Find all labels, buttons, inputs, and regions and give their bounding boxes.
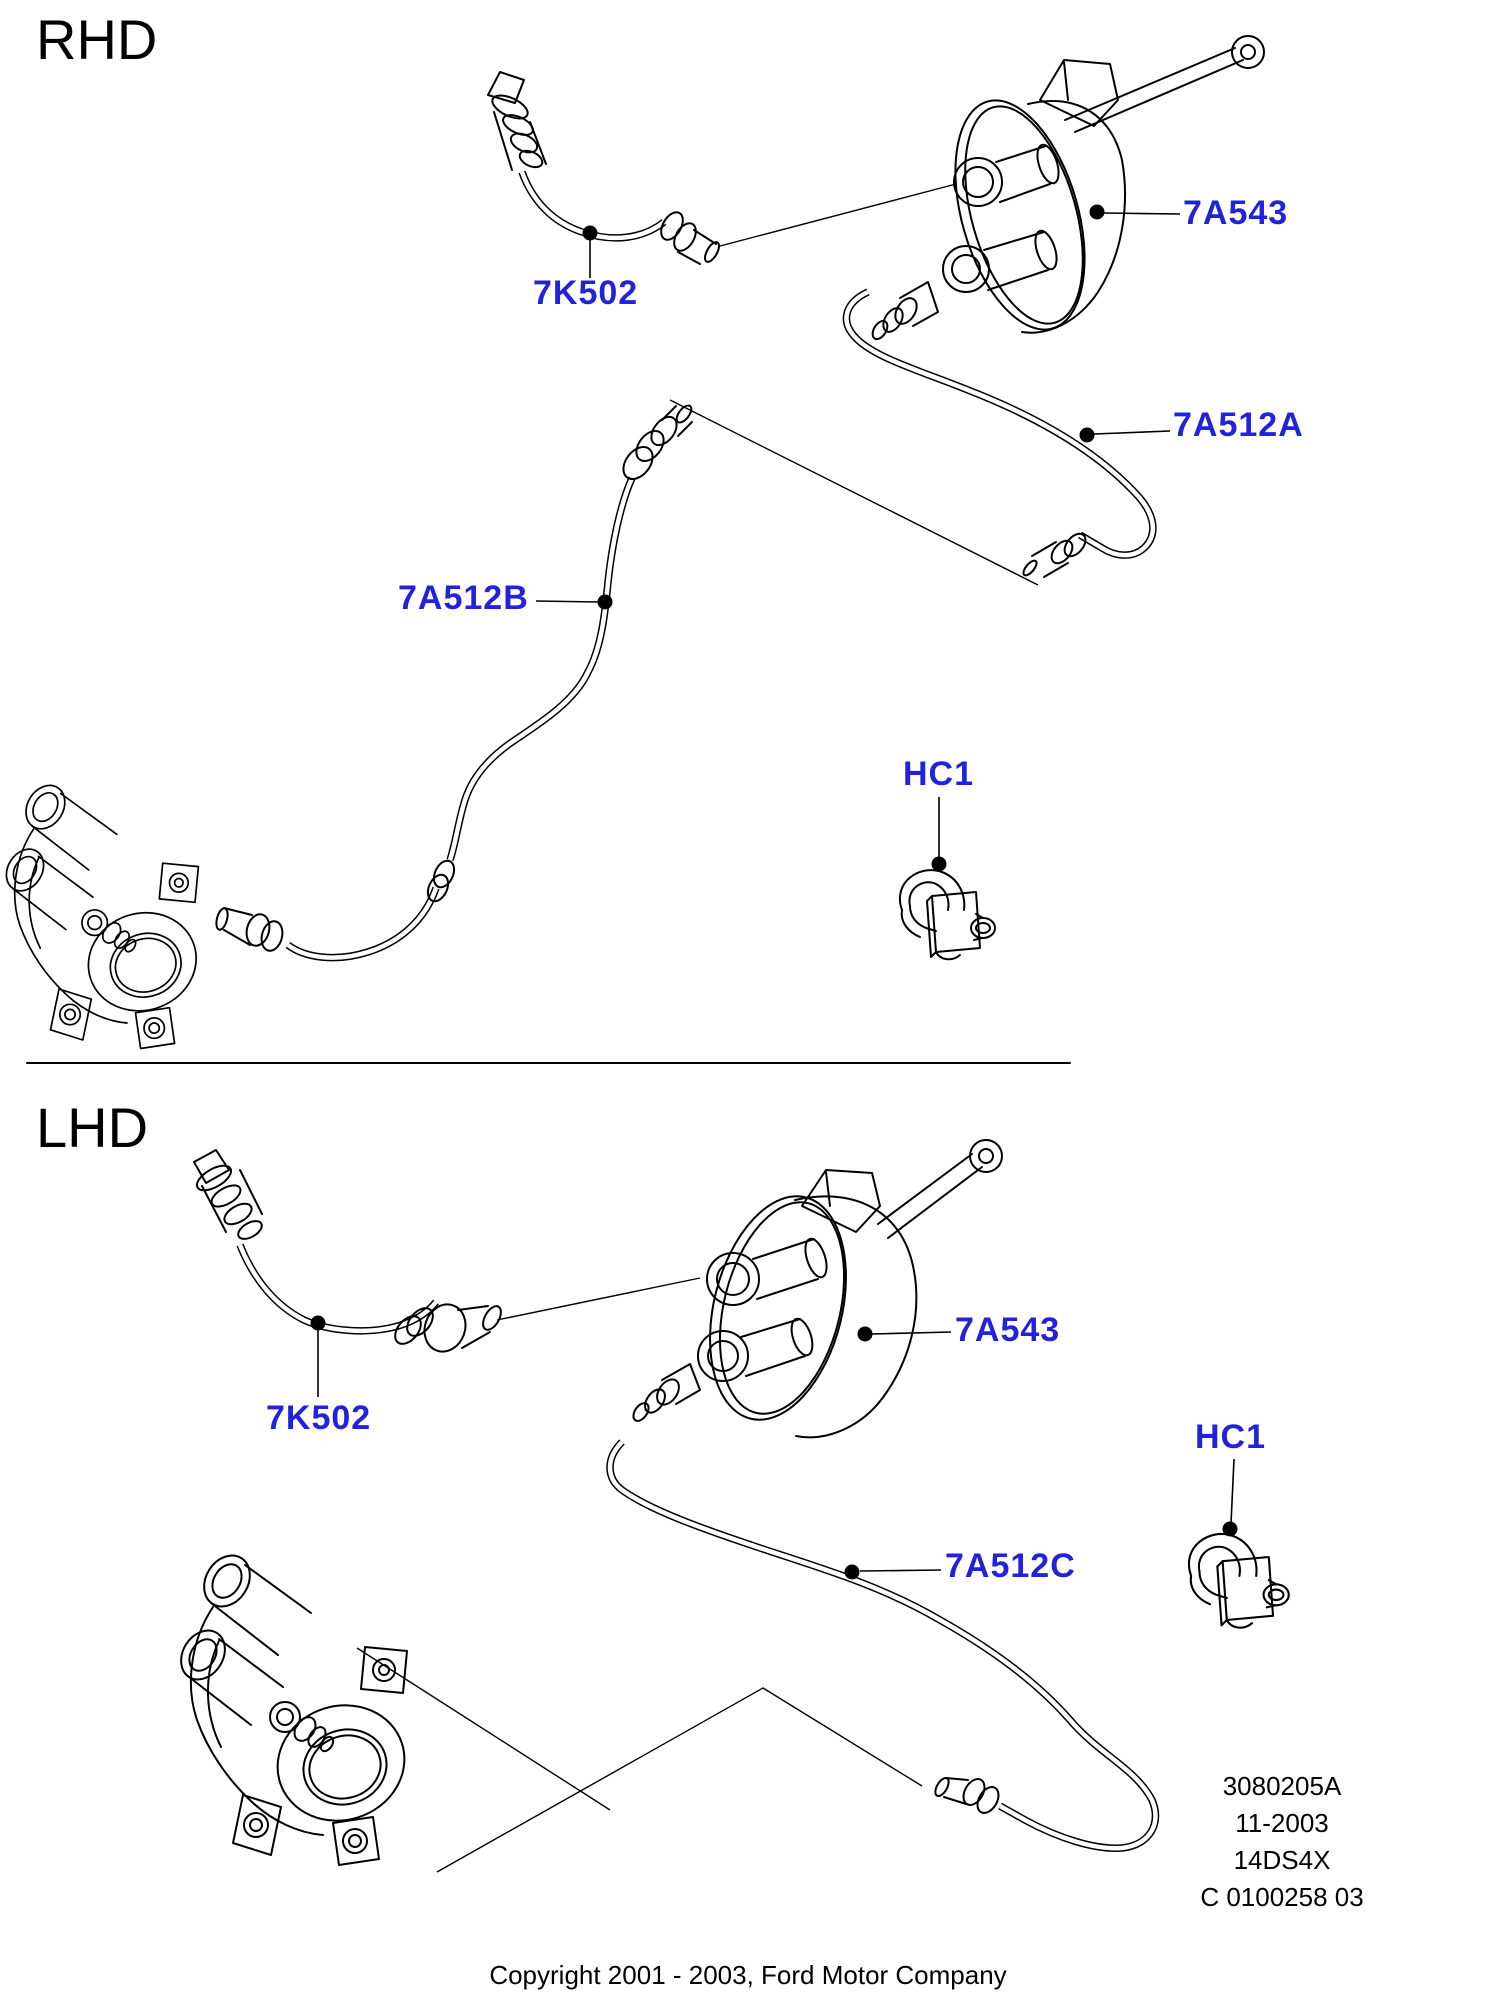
part-label-hc1-rhd: HC1	[903, 755, 975, 793]
lhd-hose-pointer-line	[496, 1277, 701, 1321]
section-title-lhd: LHD	[36, 1096, 149, 1159]
drawing-number: 3080205A	[1222, 1771, 1342, 1801]
rhd-7a512a-leader	[1093, 430, 1171, 435]
lhd-7a512c-leader	[859, 1569, 942, 1572]
part-label-7k502-rhd: 7K502	[533, 274, 639, 312]
rhd-tube-7a512b	[215, 404, 693, 962]
rhd-hose-7k502	[487, 71, 720, 265]
part-label-7a512a-rhd: 7A512A	[1173, 406, 1304, 444]
lhd-slave-cylinder	[171, 1545, 421, 1866]
rhd-7a543-leader	[1103, 212, 1181, 215]
section-title-rhd: RHD	[36, 8, 158, 71]
copyright-text: Copyright 2001 - 2003, Ford Motor Compan…	[489, 1960, 1007, 1990]
part-label-7k502-lhd: 7K502	[266, 1399, 372, 1437]
drawing-info-block: 3080205A 11-2003 14DS4X C 0100258 03	[1132, 1768, 1432, 1916]
rhd-tube-join-line	[669, 399, 1039, 586]
lhd-hose-7k502	[193, 1149, 502, 1353]
rhd-tube-7a512a	[842, 288, 1157, 578]
lhd-hc1-leader	[1230, 1458, 1235, 1525]
rhd-diagram	[0, 35, 1265, 1050]
lhd-clip-hc1	[1187, 1532, 1290, 1629]
rhd-slave-cylinder	[0, 777, 210, 1050]
rhd-clip-hc1	[898, 869, 996, 961]
rhd-7a512b-leader	[535, 600, 599, 603]
lhd-tube-7a512c	[606, 1439, 1160, 1852]
part-label-hc1-lhd: HC1	[1195, 1418, 1267, 1456]
part-label-7a543-rhd: 7A543	[1183, 194, 1289, 232]
drawing-date: 11-2003	[1235, 1808, 1329, 1838]
lhd-align-line-b	[436, 1687, 923, 1873]
drawing-code: 14DS4X	[1233, 1845, 1331, 1875]
lhd-diagram	[171, 1139, 1290, 1873]
rhd-hose-pointer-line	[719, 183, 957, 247]
part-label-7a512b-rhd: 7A512B	[398, 579, 529, 617]
part-label-7a543-lhd: 7A543	[955, 1311, 1061, 1349]
lhd-7a543-leader	[871, 1331, 952, 1335]
lhd-master-cylinder	[632, 1139, 1003, 1439]
drawing-reference: C 0100258 03	[1200, 1882, 1364, 1912]
lhd-align-line-a	[356, 1647, 611, 1811]
part-label-7a512c-lhd: 7A512C	[945, 1547, 1076, 1585]
rhd-master-cylinder	[871, 35, 1265, 341]
